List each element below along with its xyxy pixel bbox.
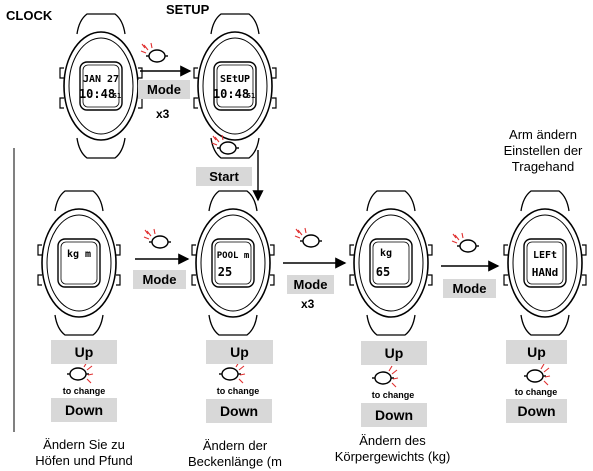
mode-button-2[interactable]: Mode <box>133 270 186 289</box>
press-icon-change-3 <box>371 365 399 388</box>
pool-display-line2: 25 <box>218 265 232 279</box>
watch-setup <box>193 13 277 159</box>
caption-weight-line1: Ändern des <box>359 433 426 448</box>
press-icon-change-2 <box>218 361 246 384</box>
watch-pool <box>191 190 275 336</box>
caption-unit-line2: Höfen und Pfund <box>35 453 133 468</box>
arm-display-line1: LEFt <box>533 250 557 261</box>
press-icon-change-4 <box>523 363 551 386</box>
to-change-label-4: to change <box>514 387 558 397</box>
caption-arm-line2: Einstellen der <box>503 143 583 158</box>
arm-display-line2: HANd <box>532 266 559 279</box>
caption-weight-line2: Körpergewichts (kg) <box>334 449 451 464</box>
weight-display-line1: kg <box>380 248 392 259</box>
down-button-4[interactable]: Down <box>506 399 567 423</box>
watch-clock <box>59 13 143 159</box>
up-button-2[interactable]: Up <box>206 340 273 364</box>
down-button-3[interactable]: Down <box>361 403 427 427</box>
setup-title: SETUP <box>166 2 210 17</box>
caption-unit-line1: Ändern Sie zu <box>43 437 125 452</box>
caption-weight: Ändern des Körpergewichts (kg) <box>325 433 460 465</box>
pool-display-line1: POOL m <box>217 251 250 261</box>
unit-display-line1: kg m <box>67 249 91 260</box>
watch-arm <box>503 190 587 336</box>
down-button-2[interactable]: Down <box>206 399 272 423</box>
press-icon-change-1 <box>66 361 94 384</box>
caption-arm-line3: Tragehand <box>511 159 575 174</box>
to-change-label-1: to change <box>62 386 106 396</box>
to-change-label-2: to change <box>216 386 260 396</box>
to-change-label-3: to change <box>371 390 415 400</box>
caption-unit: Ändern Sie zu Höfen und Pfund <box>34 437 134 469</box>
repeat-count-top: x3 <box>156 107 170 121</box>
press-icon-mode1 <box>140 42 169 63</box>
press-icon-mode3 <box>294 227 323 248</box>
setup-display-line1: SEtUP <box>220 74 250 85</box>
up-button-1[interactable]: Up <box>51 340 117 364</box>
up-button-3[interactable]: Up <box>361 341 427 365</box>
press-icon-mode2 <box>143 228 172 249</box>
clock-display-seconds: 51 <box>113 92 121 100</box>
setup-display-line2: 10:48 <box>213 87 249 101</box>
mode-button-3[interactable]: Mode <box>287 275 334 294</box>
mode-button-4[interactable]: Mode <box>443 279 496 298</box>
weight-display-line2: 65 <box>376 265 390 279</box>
setup-display-seconds: 51 <box>247 92 255 100</box>
caption-arm: Arm ändern Einstellen der Tragehand <box>493 127 593 175</box>
clock-display-line1: JAN 27 <box>83 74 119 85</box>
watch-unit <box>37 190 121 336</box>
repeat-count-bottom: x3 <box>301 297 315 311</box>
press-icon-mode4 <box>451 232 480 253</box>
caption-pool-line1: Ändern der <box>202 438 268 453</box>
watch-weight <box>349 190 433 336</box>
caption-arm-line1: Arm ändern <box>509 127 577 142</box>
caption-pool: Ändern der Beckenlänge (m <box>180 438 290 470</box>
down-button-1[interactable]: Down <box>51 398 117 422</box>
up-button-4[interactable]: Up <box>506 340 567 364</box>
start-button[interactable]: Start <box>196 167 252 186</box>
clock-display-line2: 10:48 <box>79 87 115 101</box>
caption-pool-line2: Beckenlänge (m <box>188 454 282 469</box>
mode-button-1[interactable]: Mode <box>138 80 190 99</box>
clock-title: CLOCK <box>6 8 53 23</box>
